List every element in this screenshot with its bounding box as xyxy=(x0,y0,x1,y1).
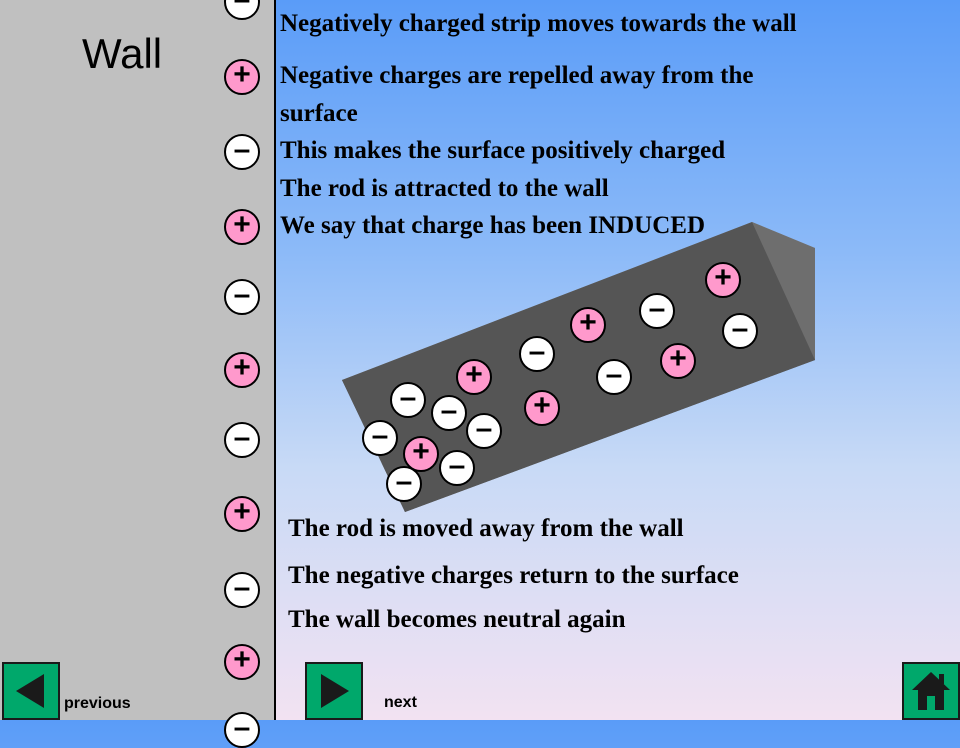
charge-sign: + xyxy=(233,208,251,241)
charge-sign: + xyxy=(233,643,251,676)
explanation-line-1: Negatively charged strip moves towards t… xyxy=(280,10,797,37)
rod-negative-charge: – xyxy=(439,450,475,486)
charge-sign: + xyxy=(233,351,251,384)
rod-negative-charge: – xyxy=(431,395,467,431)
wall-positive-charge: + xyxy=(224,496,260,532)
wall-positive-charge: + xyxy=(224,59,260,95)
rod-positive-charge: + xyxy=(570,307,606,343)
rod-positive-charge: + xyxy=(705,262,741,298)
rod-front-face xyxy=(342,222,815,512)
charge-sign: – xyxy=(233,278,251,311)
explanation-bottom-line-2: The negative charges return to the surfa… xyxy=(288,562,739,589)
arrow-left-icon xyxy=(16,674,44,708)
wall-negative-charge: – xyxy=(224,572,260,608)
charge-sign: – xyxy=(731,312,749,345)
charge-sign: + xyxy=(579,306,597,339)
explanation-line-5: The rod is attracted to the wall xyxy=(280,175,609,202)
charge-sign: – xyxy=(395,465,413,498)
rod-negative-charge: – xyxy=(519,336,555,372)
wall-title: Wall xyxy=(82,30,163,77)
rod-negative-charge: – xyxy=(390,382,426,418)
wall-positive-charge: + xyxy=(224,644,260,680)
charge-sign: – xyxy=(475,412,493,445)
previous-button[interactable] xyxy=(2,662,60,720)
next-button[interactable] xyxy=(305,662,363,720)
charge-sign: – xyxy=(371,419,389,452)
rod-positive-charge: + xyxy=(403,436,439,472)
charge-sign: – xyxy=(233,133,251,166)
charge-sign: + xyxy=(669,342,687,375)
rod-negative-charge: – xyxy=(639,293,675,329)
wall-negative-charge: – xyxy=(224,279,260,315)
explanation-bottom-line-3: The wall becomes neutral again xyxy=(288,606,626,633)
wall-negative-charge: – xyxy=(224,0,260,20)
rod-negative-charge: – xyxy=(722,313,758,349)
rod-negative-charge: – xyxy=(596,359,632,395)
next-label[interactable]: next xyxy=(384,694,417,711)
charge-sign: – xyxy=(648,292,666,325)
wall-positive-charge: + xyxy=(224,352,260,388)
wall-negative-charge: – xyxy=(224,134,260,170)
rod-negative-charge: – xyxy=(386,466,422,502)
home-button[interactable] xyxy=(902,662,960,720)
home-icon xyxy=(912,672,950,710)
rod-negative-charge: – xyxy=(466,413,502,449)
explanation-line-3: surface xyxy=(280,100,358,127)
wall-positive-charge: + xyxy=(224,209,260,245)
charge-sign: – xyxy=(399,381,417,414)
charge-sign: – xyxy=(448,449,466,482)
wall-negative-charge: – xyxy=(224,422,260,458)
charge-sign: + xyxy=(714,261,732,294)
charge-sign: – xyxy=(233,571,251,604)
charge-sign: + xyxy=(412,435,430,468)
charge-sign: – xyxy=(605,358,623,391)
explanation-line-6: We say that charge has been INDUCED xyxy=(280,212,705,239)
rod-positive-charge: + xyxy=(524,390,560,426)
rod-positive-charge: + xyxy=(660,343,696,379)
charge-sign: + xyxy=(233,58,251,91)
charge-sign: + xyxy=(465,358,483,391)
charge-sign: – xyxy=(234,0,251,15)
explanation-line-2: Negative charges are repelled away from … xyxy=(280,62,754,89)
previous-label[interactable]: previous xyxy=(64,695,131,712)
charge-sign: – xyxy=(233,421,251,454)
charge-sign: – xyxy=(440,394,458,427)
rod-negative-charge: – xyxy=(362,420,398,456)
explanation-line-4: This makes the surface positively charge… xyxy=(280,137,726,164)
charge-sign: + xyxy=(533,389,551,422)
explanation-bottom-line-1: The rod is moved away from the wall xyxy=(288,515,684,542)
charge-sign: + xyxy=(233,495,251,528)
charge-sign: – xyxy=(528,335,546,368)
arrow-right-icon xyxy=(321,674,349,708)
rod-positive-charge: + xyxy=(456,359,492,395)
